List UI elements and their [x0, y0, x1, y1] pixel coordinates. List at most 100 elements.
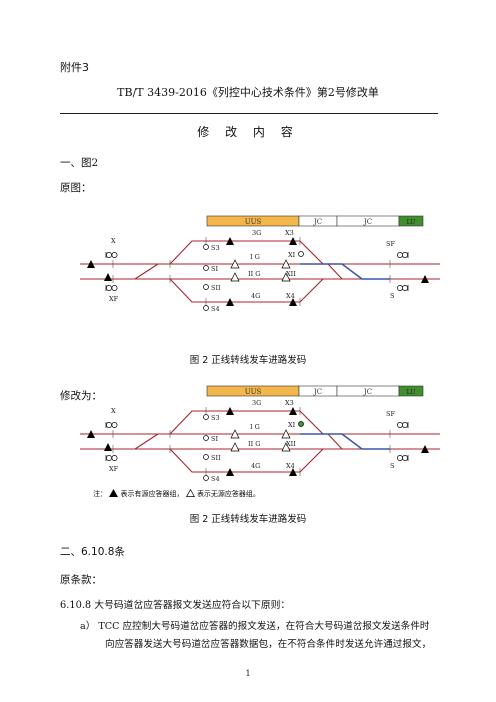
signal-s4-label: S4 [211, 475, 220, 483]
signal-x-icon [105, 252, 118, 258]
note-prefix: 注： [93, 490, 107, 498]
clause-item-a-continuation: 向应答器发送大号码道岔应答器数据包，在不符合条件时发送允许通过报文， [105, 639, 432, 650]
jc-label-2: JC [363, 218, 372, 226]
item-a-marker: a） [80, 621, 96, 632]
signal-x4-label: X4 [286, 292, 295, 300]
note-passive-text: 表示无源应答器组。 [196, 490, 260, 498]
track-ig-label: I G [250, 423, 260, 431]
signal-si-label: SI [211, 435, 218, 443]
signal-si-icon [203, 265, 209, 271]
signal-sii-icon [203, 284, 209, 290]
active-balise-icon [421, 445, 429, 453]
signal-x3-label: X3 [285, 229, 294, 237]
signal-xi-label: XI [288, 421, 296, 429]
station-diagram-original: UUS JC JC LU [80, 215, 440, 313]
passive-balise-icon [230, 429, 240, 439]
signals [105, 244, 409, 311]
clause-item-a: a） TCC 应控制大号码道岔应答器的报文发送，在符合大号码道岔报文发送条件时 [80, 620, 430, 634]
clause-heading: 6.10.8 大号码道岔应答器报文发送应符合以下原则： [60, 600, 291, 611]
jc-label-1: JC [313, 218, 322, 226]
track-3g-label: 3G [252, 229, 261, 237]
passive-balise-icon [230, 259, 240, 269]
uus-label: UUS [245, 218, 262, 226]
passive-balise-icon [230, 442, 240, 452]
signal-xf-icon [105, 455, 118, 461]
signal-sf-icon [397, 422, 409, 428]
legend-note: 注： 表示有源应答器组， 表示无源应答器组。 [93, 488, 260, 499]
signal-sf-label: SF [386, 240, 395, 248]
signal-s4-icon [203, 475, 209, 481]
passive-balise-icon [230, 272, 240, 282]
item-a-line-1: TCC 应控制大号码道岔应答器的报文发送，在符合大号码道岔报文发送条件时 [98, 621, 430, 632]
active-balise-icon [421, 275, 429, 283]
jc-label-2: JC [363, 388, 372, 396]
signal-sii-label: SII [211, 454, 221, 462]
signal-xi-icon [298, 421, 304, 427]
signal-x3-label: X3 [285, 399, 294, 407]
figure-caption-original: 图 2 正线转线发车进路发码 [189, 355, 307, 366]
lu-band [398, 215, 424, 227]
lu-label: LU [407, 219, 416, 226]
active-balise-icon [226, 237, 234, 245]
section-2-heading: 二、6.10.8条 [60, 546, 125, 558]
signal-s3-icon [203, 414, 209, 420]
signal-s-icon [397, 455, 409, 461]
signal-sf-label: SF [386, 410, 395, 418]
signal-s-icon [397, 285, 409, 291]
diagram-labels: X XF SF S S3 SI SII S4 X3 XI XII X4 3G I… [109, 399, 395, 483]
code-band: UUS JC JC LU [206, 385, 424, 397]
departure-route [300, 263, 390, 280]
signals [105, 414, 409, 481]
signal-s3-label: S3 [211, 244, 220, 252]
active-balise-icon [104, 443, 112, 451]
departure-route [300, 433, 390, 450]
signal-sii-icon [203, 454, 209, 460]
active-balise-icon [226, 407, 234, 415]
signal-xi-label: XI [288, 251, 296, 259]
modified-figure-label: 修改为： [60, 390, 102, 402]
original-figure-label: 原图： [60, 182, 92, 194]
signal-s3-icon [203, 244, 209, 250]
track-iig-label: II G [248, 440, 260, 448]
signal-xii-label: XII [286, 270, 296, 278]
signal-xf-label: XF [109, 465, 119, 473]
header-rule [60, 113, 438, 114]
signal-x-icon [105, 422, 118, 428]
signal-si-label: SI [211, 265, 218, 273]
active-balise-icon [289, 298, 297, 306]
signal-s3-label: S3 [211, 414, 220, 422]
active-balise-icon [289, 237, 297, 245]
modification-heading: 修 改 内 容 [197, 125, 299, 139]
signal-s4-icon [203, 305, 209, 311]
active-balise-icon [226, 468, 234, 476]
uus-label: UUS [245, 388, 262, 396]
track-4g-label: 4G [251, 292, 260, 300]
figure-caption-modified: 图 2 正线转线发车进路发码 [189, 514, 307, 525]
note-active-text: 表示有源应答器组， [120, 490, 184, 498]
original-clause-label: 原条款： [60, 574, 102, 586]
active-balise-icon [289, 468, 297, 476]
signal-s-label: S [390, 292, 394, 300]
signal-xf-label: XF [109, 295, 119, 303]
lu-band [398, 385, 424, 397]
code-band: UUS JC JC LU [206, 215, 424, 227]
signal-s-label: S [390, 462, 394, 470]
active-balise-icon [289, 407, 297, 415]
document-title: TB/T 3439-2016《列控中心技术条件》第2号修改单 [117, 86, 379, 99]
track-3g-label: 3G [252, 399, 261, 407]
track-4g-label: 4G [251, 462, 260, 470]
page-number: 1 [245, 669, 251, 678]
insulation-joints [112, 237, 391, 306]
lu-label: LU [407, 389, 416, 396]
signal-x-label: X [111, 237, 116, 245]
active-balise-icon [87, 430, 95, 438]
track-ig-label: I G [250, 253, 260, 261]
signal-sii-label: SII [211, 284, 221, 292]
active-balise-icon [226, 298, 234, 306]
passive-balise-icon [281, 442, 291, 452]
passive-balise-legend-icon [185, 488, 195, 497]
signal-x4-label: X4 [286, 462, 295, 470]
section-1-heading: 一、图2 [60, 157, 99, 169]
signal-s4-label: S4 [211, 305, 220, 313]
active-balises [87, 237, 429, 306]
